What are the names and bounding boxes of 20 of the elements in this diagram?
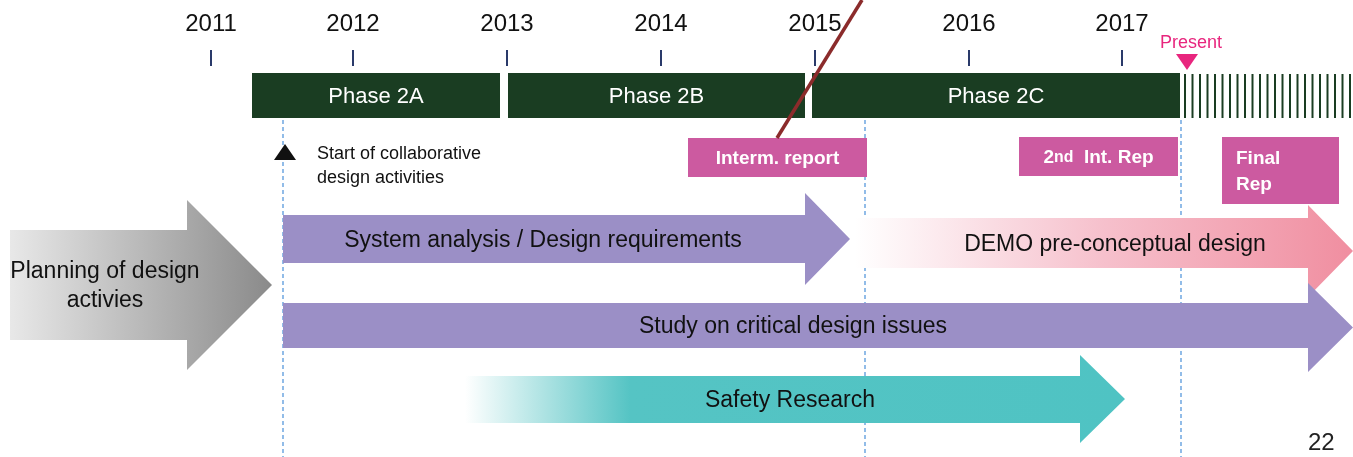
year-label: 2015 [787, 9, 843, 37]
year-label: 2017 [1094, 9, 1150, 37]
present-label: Present [1160, 32, 1223, 53]
phase-bar: Phase 2A [252, 73, 500, 118]
phase-bar: Phase 2B [508, 73, 805, 118]
arrow-label: Planning of design activies [10, 256, 200, 314]
arrow-label: Safety Research [705, 385, 875, 414]
report-box: Interm. report [688, 138, 867, 177]
milestone-note: Start of collaborative design activities [317, 142, 483, 189]
year-label: 2016 [941, 9, 997, 37]
arrow-label: Study on critical design issues [638, 311, 948, 340]
year-label: 2011 [184, 9, 238, 37]
report-box: Final Rep [1222, 137, 1339, 204]
phase-bar: Phase 2C [812, 73, 1180, 118]
arrow-label: System analysis / Design requirements [344, 224, 742, 254]
arrow-label: DEMO pre-conceptual design [964, 228, 1266, 258]
year-label: 2014 [633, 9, 689, 37]
year-label: 2013 [479, 9, 535, 37]
year-label: 2012 [325, 9, 381, 37]
page-number: 22 [1308, 428, 1335, 456]
